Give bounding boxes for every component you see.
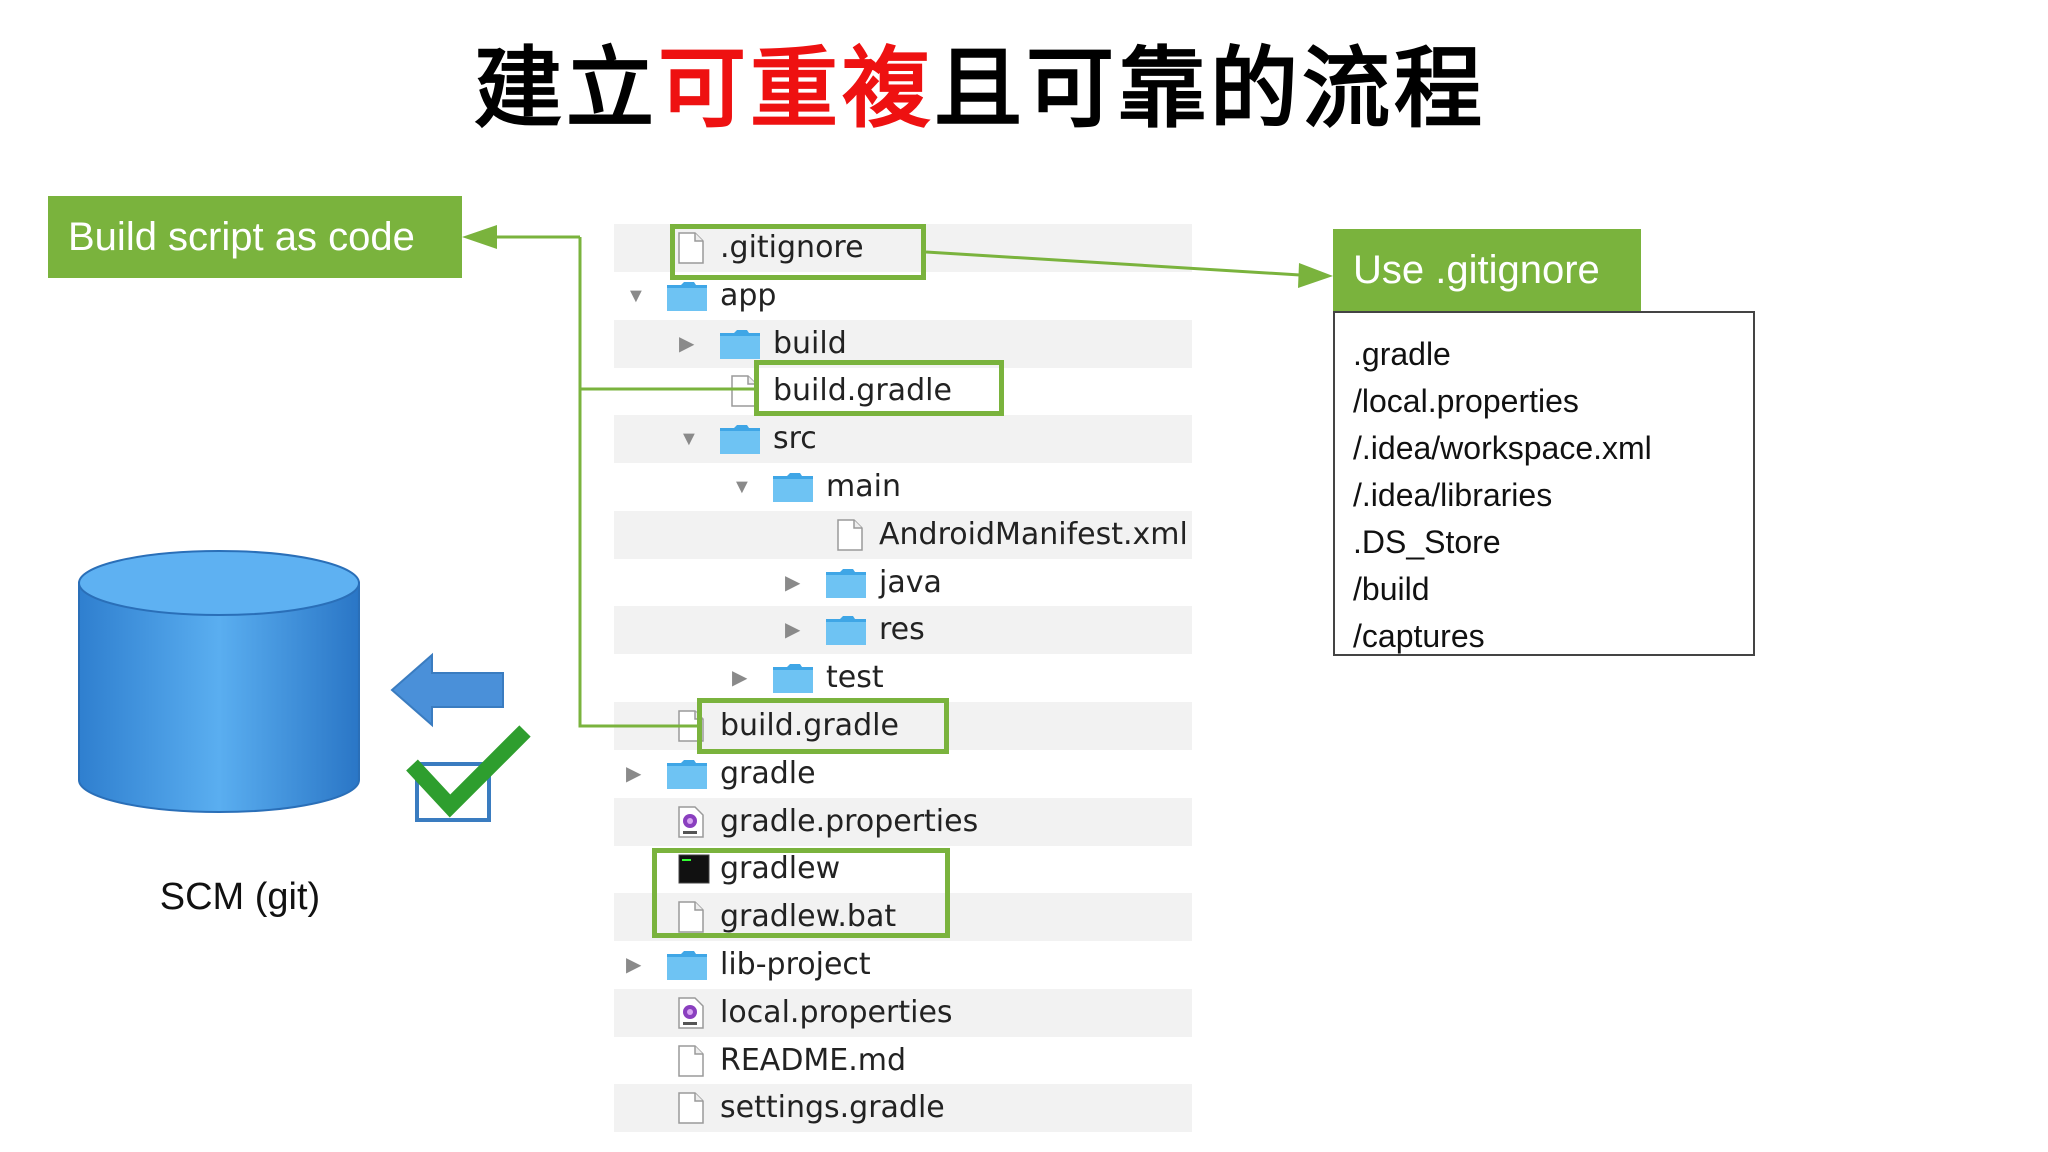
file-icon xyxy=(837,519,863,556)
file-icon xyxy=(678,1092,704,1129)
tree-item-label: AndroidManifest.xml xyxy=(879,516,1188,552)
tree-item-label: lib-project xyxy=(720,947,871,982)
disclosure-closed-icon[interactable]: ▶ xyxy=(626,762,642,785)
folder-icon xyxy=(825,567,867,604)
tree-row[interactable]: .gitignore xyxy=(614,224,1192,272)
tree-item-label: gradlew.bat xyxy=(720,899,897,935)
title-part-3: 且可靠的流程 xyxy=(934,37,1487,140)
build-script-arrowhead xyxy=(462,225,497,249)
disclosure-open-icon[interactable]: ▼ xyxy=(679,428,699,451)
tree-item-label: build xyxy=(773,325,847,361)
folder-icon xyxy=(772,662,814,699)
gitignore-arrowhead xyxy=(1298,263,1333,288)
disclosure-closed-icon[interactable]: ▶ xyxy=(679,332,695,355)
folder-icon xyxy=(666,949,708,986)
gitignore-entries-box: .gradle /local.properties /.idea/workspa… xyxy=(1333,311,1755,656)
gitignore-entry: /captures xyxy=(1353,618,1485,654)
slide-title: 建立可重複且可靠的流程 xyxy=(0,18,1960,145)
gitignore-entry: .DS_Store xyxy=(1353,524,1501,560)
root-build-gradle-highlight xyxy=(697,698,949,754)
disclosure-closed-icon[interactable]: ▶ xyxy=(626,954,642,976)
build-script-label: Build script as code xyxy=(48,196,462,278)
arrow-left-icon xyxy=(390,652,504,728)
folder-icon xyxy=(719,423,761,460)
gitignore-entry: /build xyxy=(1353,571,1430,607)
tree-item-label: build.gradle xyxy=(773,373,952,409)
tree-row[interactable]: ▶ res xyxy=(614,606,1192,655)
tree-row[interactable]: ▶ test xyxy=(614,654,1192,702)
tree-row[interactable]: README.md xyxy=(614,1037,1192,1085)
tree-row[interactable]: ▼ src xyxy=(614,415,1192,464)
folder-icon xyxy=(719,328,761,365)
tree-item-label: test xyxy=(826,660,884,696)
tree-row[interactable]: gradlew xyxy=(614,845,1192,893)
terminal-executable-icon xyxy=(678,854,710,889)
file-icon xyxy=(678,901,704,938)
disclosure-closed-icon[interactable]: ▶ xyxy=(732,667,748,690)
gitignore-entry: .gradle xyxy=(1353,336,1451,372)
folder-icon xyxy=(666,280,708,317)
scm-cylinder-icon xyxy=(78,550,360,813)
app-build-gradle-highlight xyxy=(754,360,1004,416)
tree-item-label: build.gradle xyxy=(720,708,899,743)
folder-icon xyxy=(825,614,867,651)
scm-label: SCM (git) xyxy=(159,876,321,918)
tree-item-label: gradlew xyxy=(720,851,841,887)
title-part-2-highlight: 可重複 xyxy=(657,37,934,140)
disclosure-open-icon[interactable]: ▼ xyxy=(732,476,752,498)
file-icon xyxy=(678,232,704,269)
tree-row[interactable]: settings.gradle xyxy=(614,1084,1192,1133)
tree-row[interactable]: ▶ java xyxy=(614,559,1192,607)
build-script-connector xyxy=(490,235,754,728)
tree-row[interactable]: AndroidManifest.xml xyxy=(614,510,1192,559)
file-icon xyxy=(678,1044,704,1082)
tree-row[interactable]: ▶ gradle xyxy=(614,750,1192,798)
properties-file-icon xyxy=(678,997,704,1034)
tree-item-label: gradle xyxy=(720,755,816,791)
disclosure-closed-icon[interactable]: ▶ xyxy=(785,571,801,594)
folder-icon xyxy=(772,471,814,508)
tree-row[interactable]: ▶ lib-project xyxy=(614,941,1192,989)
gitignore-entry: /.idea/libraries xyxy=(1353,477,1553,513)
tree-item-label: README.md xyxy=(720,1042,907,1078)
tree-row[interactable]: ▶ build xyxy=(614,319,1192,368)
gitignore-entry: /local.properties xyxy=(1353,383,1579,419)
use-gitignore-label: Use .gitignore xyxy=(1333,229,1641,311)
gitignore-connector xyxy=(925,250,1301,277)
tree-row[interactable]: local.properties xyxy=(614,988,1192,1037)
gradlew-highlight xyxy=(652,848,950,938)
disclosure-open-icon[interactable]: ▼ xyxy=(626,284,646,307)
tree-item-label: main xyxy=(826,469,901,504)
tree-item-label: src xyxy=(773,421,817,457)
tree-item-label: java xyxy=(879,564,942,600)
disclosure-closed-icon[interactable]: ▶ xyxy=(785,619,801,642)
tree-item-label: local.properties xyxy=(720,994,953,1030)
gitignore-entry: /.idea/workspace.xml xyxy=(1353,430,1652,466)
gitignore-highlight xyxy=(670,224,926,280)
tree-row[interactable]: gradle.properties xyxy=(614,797,1192,846)
tree-row[interactable]: ▼ app xyxy=(614,272,1192,320)
tree-item-label: res xyxy=(879,612,925,648)
tree-item-label: gradle.properties xyxy=(720,803,979,839)
properties-file-icon xyxy=(678,805,704,843)
tree-row[interactable]: ▼ main xyxy=(614,463,1192,511)
tree-item-label: app xyxy=(720,277,777,313)
tree-row[interactable]: build.gradle xyxy=(614,367,1192,415)
tree-item-label: .gitignore xyxy=(720,230,864,265)
folder-icon xyxy=(666,758,708,795)
tree-item-label: settings.gradle xyxy=(720,1090,945,1126)
title-part-1: 建立 xyxy=(473,37,658,140)
checkmark-icon xyxy=(406,725,531,822)
